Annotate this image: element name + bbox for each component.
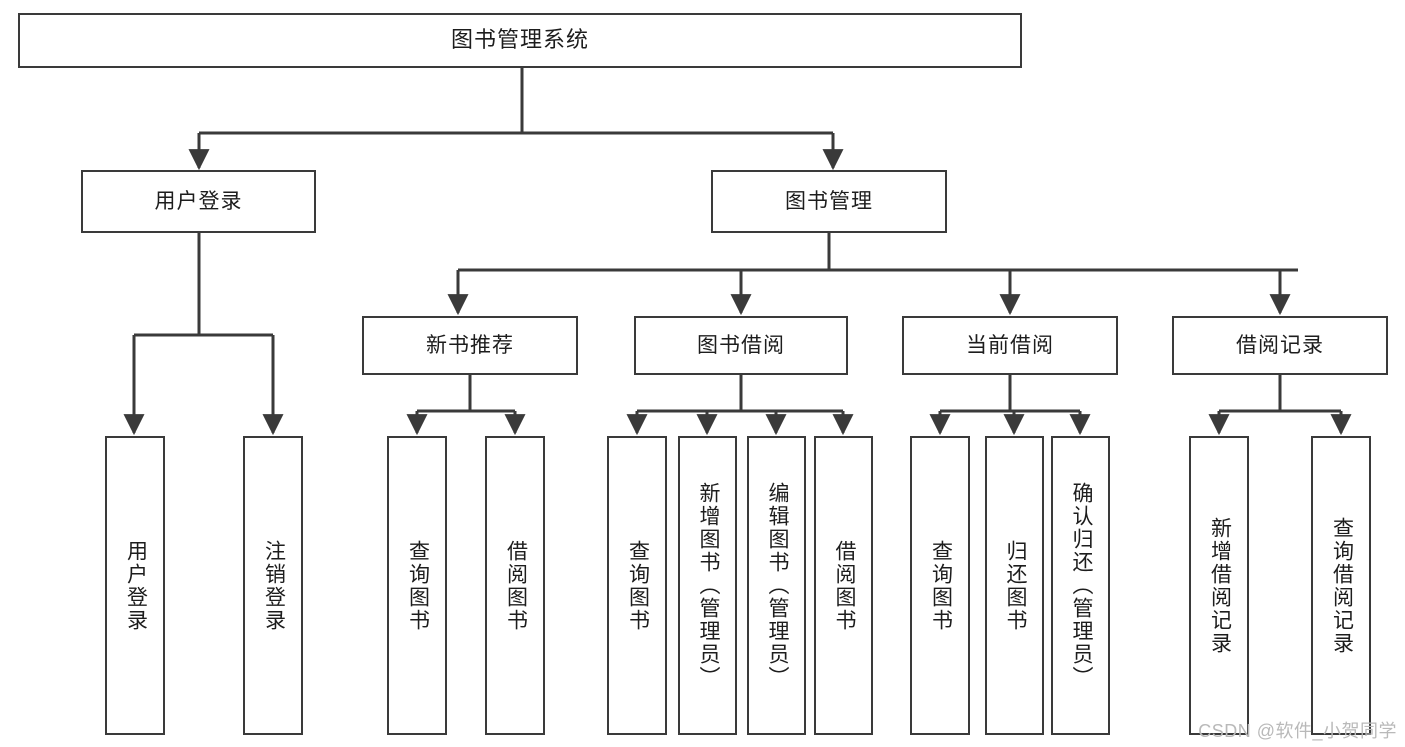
node-root-label: 图书管理系统 [450,27,589,53]
node-leaf-query-book-recommend[interactable]: 查询图书 [387,436,447,735]
node-new-book-recommend-label: 新书推荐 [426,333,514,357]
node-root[interactable]: 图书管理系统 [18,13,1022,68]
node-user-login[interactable]: 用户登录 [81,170,316,233]
node-leaf-query-borrow-record[interactable]: 查询借阅记录 [1311,436,1371,735]
node-leaf-logout[interactable]: 注销登录 [243,436,303,735]
node-leaf-add-book-label: 新增图书（管理员） [696,482,720,689]
node-leaf-query-book-current-label: 查询图书 [929,539,953,632]
node-borrow-record[interactable]: 借阅记录 [1172,316,1388,375]
node-leaf-return-book-label: 归还图书 [1003,539,1027,632]
node-book-manage-label: 图书管理 [785,189,873,213]
node-leaf-add-borrow-record[interactable]: 新增借阅记录 [1189,436,1249,735]
node-leaf-edit-book-label: 编辑图书（管理员） [765,482,789,689]
node-leaf-edit-book[interactable]: 编辑图书（管理员） [747,436,806,735]
node-current-borrow[interactable]: 当前借阅 [902,316,1118,375]
node-leaf-add-book[interactable]: 新增图书（管理员） [678,436,737,735]
node-leaf-borrow-book-label: 借阅图书 [832,539,856,632]
node-leaf-borrow-book[interactable]: 借阅图书 [814,436,873,735]
node-leaf-add-borrow-record-label: 新增借阅记录 [1208,516,1232,655]
node-leaf-logout-label: 注销登录 [262,539,286,632]
node-leaf-return-book[interactable]: 归还图书 [985,436,1044,735]
node-leaf-user-login[interactable]: 用户登录 [105,436,165,735]
node-leaf-query-borrow-record-label: 查询借阅记录 [1330,516,1354,655]
node-leaf-borrow-book-recommend-label: 借阅图书 [504,539,528,632]
node-book-borrow-label: 图书借阅 [697,333,785,357]
node-user-login-label: 用户登录 [154,189,243,213]
node-leaf-confirm-return[interactable]: 确认归还（管理员） [1051,436,1110,735]
node-book-manage[interactable]: 图书管理 [711,170,947,233]
node-leaf-query-book-recommend-label: 查询图书 [406,539,430,632]
node-leaf-query-book-borrow-label: 查询图书 [626,539,650,632]
node-new-book-recommend[interactable]: 新书推荐 [362,316,578,375]
node-leaf-borrow-book-recommend[interactable]: 借阅图书 [485,436,545,735]
node-leaf-query-book-borrow[interactable]: 查询图书 [607,436,667,735]
watermark: CSDN @软件_小贺同学 [1198,721,1397,741]
node-current-borrow-label: 当前借阅 [966,333,1054,357]
node-book-borrow[interactable]: 图书借阅 [634,316,848,375]
node-leaf-query-book-current[interactable]: 查询图书 [910,436,970,735]
node-leaf-user-login-label: 用户登录 [124,539,148,632]
node-leaf-confirm-return-label: 确认归还（管理员） [1069,482,1093,689]
node-borrow-record-label: 借阅记录 [1236,333,1324,357]
